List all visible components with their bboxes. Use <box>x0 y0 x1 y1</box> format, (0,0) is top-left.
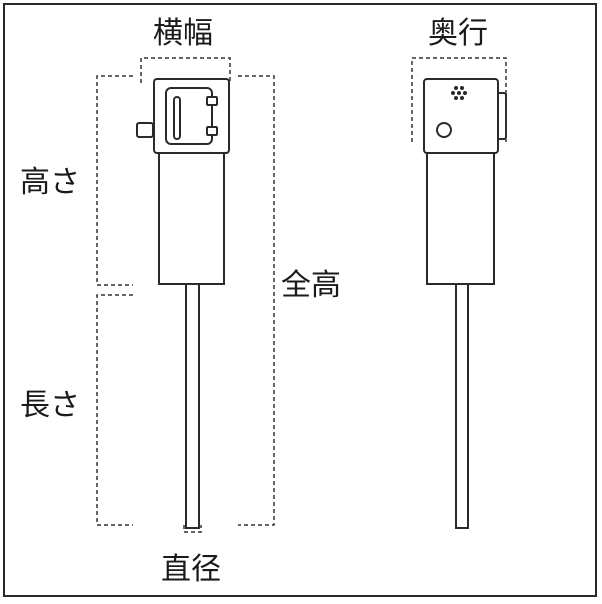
label-depth: 奥行 <box>428 16 488 51</box>
dimension-lines <box>96 57 507 533</box>
dim-height-bracket <box>96 75 133 286</box>
vent-icon <box>451 86 467 100</box>
side-pole <box>455 283 469 529</box>
front-body <box>158 152 225 285</box>
front-pole <box>185 283 200 529</box>
front-side-latch <box>136 122 154 138</box>
side-knob <box>436 122 452 138</box>
front-view <box>136 78 230 529</box>
dim-width-bracket <box>140 57 231 83</box>
label-width: 横幅 <box>153 16 213 51</box>
front-hinge-bottom <box>206 126 218 136</box>
dim-diameter-bracket <box>183 525 202 533</box>
side-view <box>423 78 507 529</box>
dim-length-bracket <box>96 294 133 526</box>
label-total-height: 全高 <box>281 268 341 303</box>
side-upper-box <box>423 78 499 154</box>
label-diameter: 直径 <box>161 552 221 587</box>
label-length: 長さ <box>20 388 80 423</box>
dim-depth-bracket <box>411 57 507 142</box>
front-door-slot <box>173 96 181 140</box>
outer-frame <box>3 3 597 597</box>
front-door-panel <box>165 87 213 145</box>
label-height: 高さ <box>20 165 80 200</box>
side-body <box>426 152 495 285</box>
front-hinge-top <box>206 96 218 106</box>
dim-total-height-bracket <box>238 75 275 526</box>
